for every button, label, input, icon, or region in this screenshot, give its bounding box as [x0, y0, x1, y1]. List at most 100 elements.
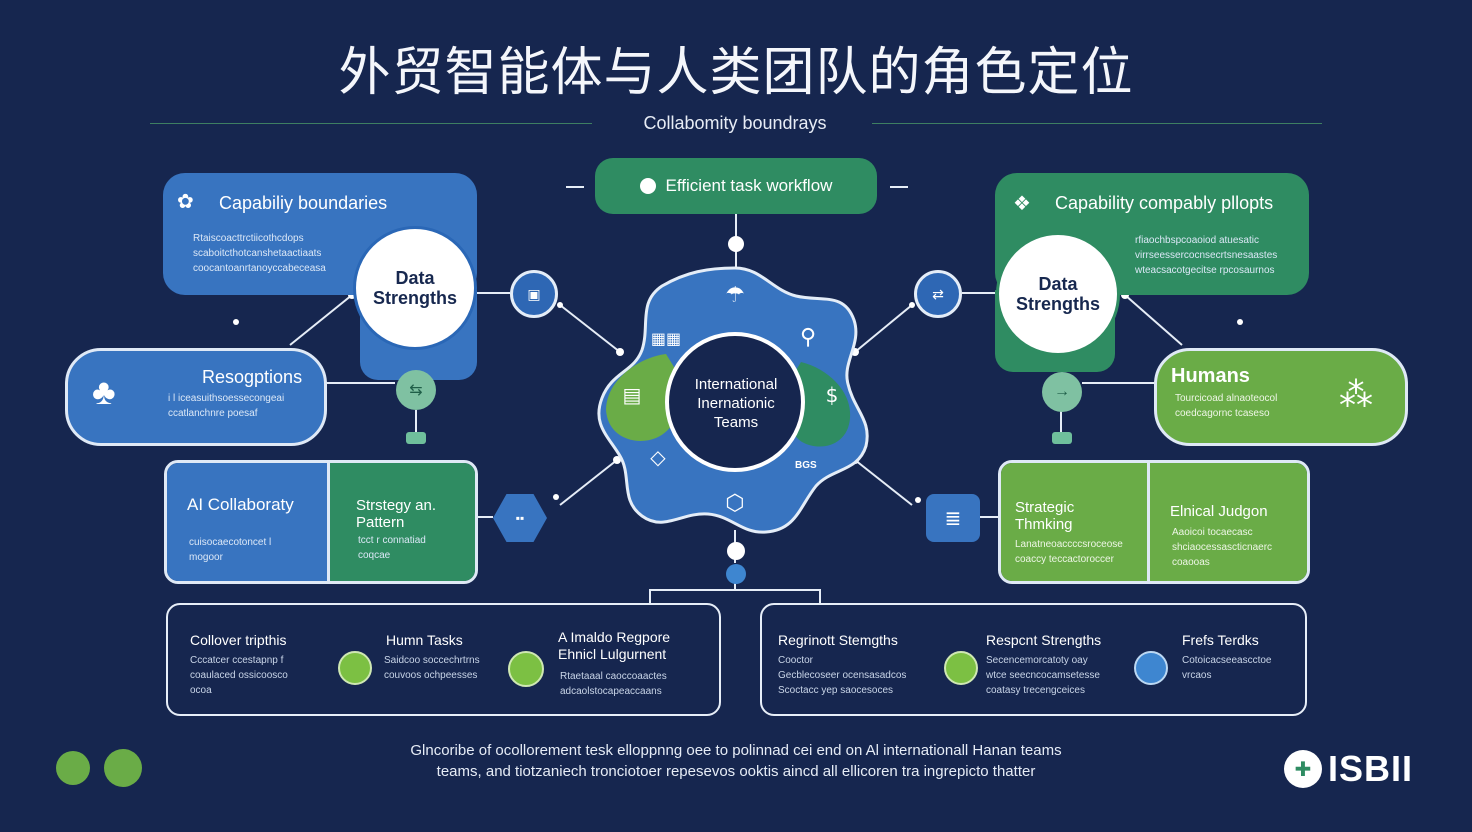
- bottom-node-dot: [727, 542, 745, 560]
- data-strengths-right: Data Strengths: [996, 232, 1120, 356]
- bottom-right-col1-line: Gecblecoseer ocensasadcos: [778, 670, 907, 681]
- bottom-right-col3-line: vrcaos: [1182, 670, 1212, 681]
- recognition-line: i l iceasuithsoessecongeai: [168, 393, 285, 404]
- ai-collaboration-panel: AI Collaboraty cuisocaecotoncet l mogoor: [167, 463, 330, 581]
- bottom-left-col1-title: Collover tripthis: [190, 632, 287, 648]
- hub-flower: ☂ ▦▦ ⚲ ▤ $ ◇ ⬡: [597, 266, 869, 534]
- bottom-left-col3-line: Rtaetaaal caoccoaactes: [560, 671, 667, 682]
- bottom-left-col2-line: Saidcoo soccechrtrns: [384, 655, 480, 666]
- bottom-right-col1-line: Scoctacc yep saocesoces: [778, 685, 894, 696]
- strategic-thinking-title: Strategic Thmking: [1015, 499, 1075, 533]
- bottom-left-col1-line: ocoa: [190, 685, 212, 696]
- left-capability-line: coocantoanrtanoyccabeceasa: [193, 263, 326, 274]
- humans-title: Humans: [1171, 365, 1250, 387]
- recognition-title: Resogptions: [202, 367, 303, 387]
- bottom-right-icon-1: [944, 651, 978, 685]
- ai-collaboration-box: AI Collaboraty cuisocaecotoncet l mogoor…: [164, 460, 478, 584]
- brand-logo: ✚ ISBII: [1284, 748, 1413, 790]
- strategic-thinking-line: coaccy teccactoroccer: [1015, 554, 1114, 565]
- right-link-node: ⇄: [914, 270, 962, 318]
- data-strengths-left: Data Strengths: [353, 226, 477, 350]
- ethical-judgment-line: Aaoicoi tocaecasc: [1172, 527, 1253, 538]
- hub-bgs-label: BGS: [795, 460, 817, 471]
- divider-left: [150, 123, 592, 124]
- footer-text: Glncoribe of ocollorement tesk elloppnng…: [250, 740, 1222, 782]
- logo-text: ISBII: [1328, 748, 1414, 789]
- ethical-judgment-panel: Elnical Judgon Aaoicoi tocaecasc shciaoc…: [1150, 463, 1307, 581]
- team-cluster-icon: ⁂: [1339, 376, 1373, 414]
- bottom-left-icon-1: [338, 651, 372, 685]
- recognition-card: ♣ Resogptions i l iceasuithsoessecongeai…: [65, 348, 327, 446]
- ai-collaboration-title: AI Collaboraty: [187, 495, 294, 514]
- ethical-judgment-title: Elnical Judgon: [1170, 503, 1268, 520]
- footer-line: teams, and tiotzaniech tronciotoer repes…: [436, 763, 1036, 780]
- clock-icon: [639, 178, 656, 194]
- strategic-thinking-panel: Strategic Thmking Lanatneoaccccsroceose …: [1001, 463, 1150, 581]
- hands-icon: ✿: [177, 191, 194, 213]
- strategic-thinking-line: Lanatneoaccccsroceose: [1015, 539, 1123, 550]
- bottom-left-icon-2: [508, 651, 544, 687]
- bottom-right-col2-line: Secencemorcatoty oay: [986, 655, 1088, 666]
- ethical-judgment-line: shciaocessascticnaerc: [1172, 542, 1273, 553]
- bottom-right-col2-title: Respcnt Strengths: [986, 632, 1102, 648]
- left-small-connector: [406, 432, 426, 444]
- humans-line: Tourcicoad alnaoteocol: [1175, 393, 1278, 404]
- left-capability-line: Rtaiscoacttrctiicothcdops: [193, 233, 304, 244]
- humans-card: Humans Tourcicoad alnaoteocol coedcagorn…: [1154, 348, 1408, 446]
- bottom-right-col3-title: Frefs Terdks: [1182, 632, 1259, 648]
- database-stack-icon: ≣: [926, 494, 980, 542]
- left-link-node: ▣: [510, 270, 558, 318]
- page-title: 外贸智能体与人类团队的角色定位: [338, 43, 1134, 103]
- strategy-pattern-panel: Strstegy an. Pattern tcct r connatiad co…: [330, 463, 475, 581]
- search-icon: ⚲: [800, 325, 816, 350]
- right-small-connector: [1052, 432, 1072, 444]
- money-icon: $: [826, 383, 839, 407]
- strategy-pattern-line: coqcae: [358, 550, 391, 561]
- bottom-left-col2-title: Humn Tasks: [386, 632, 463, 648]
- left-green-node: ⇆: [396, 370, 436, 410]
- recognition-line: ccatlanchnre poesaf: [168, 408, 258, 419]
- divider-right: [872, 123, 1322, 124]
- efficient-task-workflow-badge: Efficient task workflow: [595, 158, 877, 214]
- bottom-node-blue: [726, 564, 746, 584]
- ai-collaboration-line: cuisocaecotoncet l: [189, 537, 272, 548]
- logo-mark-icon: ✚: [1284, 750, 1322, 788]
- bottom-left-col1-line: coaulaced ossicoosco: [190, 670, 288, 681]
- strategy-pattern-line: tcct r connatiad: [358, 535, 426, 546]
- document-icon: ▤: [623, 383, 642, 407]
- chart-icon: ◇: [650, 445, 666, 469]
- humans-line: coedcagornc tcaseso: [1175, 408, 1270, 419]
- hub-center-label: International Inernationic Teams: [694, 376, 778, 431]
- bottom-right-col2-line: coatasy trecengceices: [986, 685, 1085, 696]
- right-green-node: →: [1042, 372, 1082, 412]
- right-capability-line: virrseessercocnsecrtsnesaastes: [1135, 250, 1278, 261]
- ethical-judgment-line: coaooas: [1172, 557, 1210, 568]
- left-capability-title: Capabiliy boundaries: [219, 193, 388, 213]
- decor-dot: [104, 749, 142, 787]
- right-capability-title: Capability compably pllopts: [1055, 193, 1274, 213]
- badge-label: Efficient task workflow: [665, 176, 833, 195]
- right-capability-line: rfiaochbspcoaoiod atuesatic: [1135, 235, 1259, 246]
- footer-line: Glncoribe of ocollorement tesk elloppnng…: [410, 742, 1062, 759]
- bottom-right-col1-line: Cooctor: [778, 655, 814, 666]
- bottom-right-col1-title: Regrinott Stemgths: [778, 632, 898, 648]
- bottom-left-col3-title: A Imaldo Regpore Ehnicl Lulgurnent: [558, 629, 671, 662]
- box-icon: ⬡: [725, 491, 744, 516]
- ai-collaboration-line: mogoor: [189, 552, 223, 563]
- hexagon-chip-icon: ▪▪: [493, 494, 547, 542]
- hub-left-green-segment: [606, 354, 683, 441]
- subtitle: Collabomity boundrays: [643, 113, 827, 133]
- bottom-right-icon-2: [1134, 651, 1168, 685]
- umbrella-icon: ☂: [725, 283, 745, 308]
- right-capability-line: wteacsacotgecitse rpcosaurnos: [1135, 265, 1275, 276]
- bottom-left-panel: Collover tripthis Cccatcer ccestapnp f c…: [166, 603, 721, 716]
- top-node-dot: [728, 236, 744, 252]
- bottom-left-col2-line: couvoos ochpeesses: [384, 670, 478, 681]
- strategy-pattern-title: Strstegy an. Pattern: [356, 497, 437, 531]
- bottom-right-col3-line: Cotoicacseeascctoe: [1182, 655, 1272, 666]
- decor-dot: [56, 751, 90, 785]
- bottom-right-panel: Regrinott Stemgths Cooctor Gecblecoseer …: [760, 603, 1307, 716]
- bottom-left-col3-line: adcaolstocapeaccaans: [560, 686, 662, 697]
- left-capability-line: scaboitcthotcanshetaactiaats: [193, 248, 322, 259]
- grid-icon: ▦▦: [651, 329, 681, 348]
